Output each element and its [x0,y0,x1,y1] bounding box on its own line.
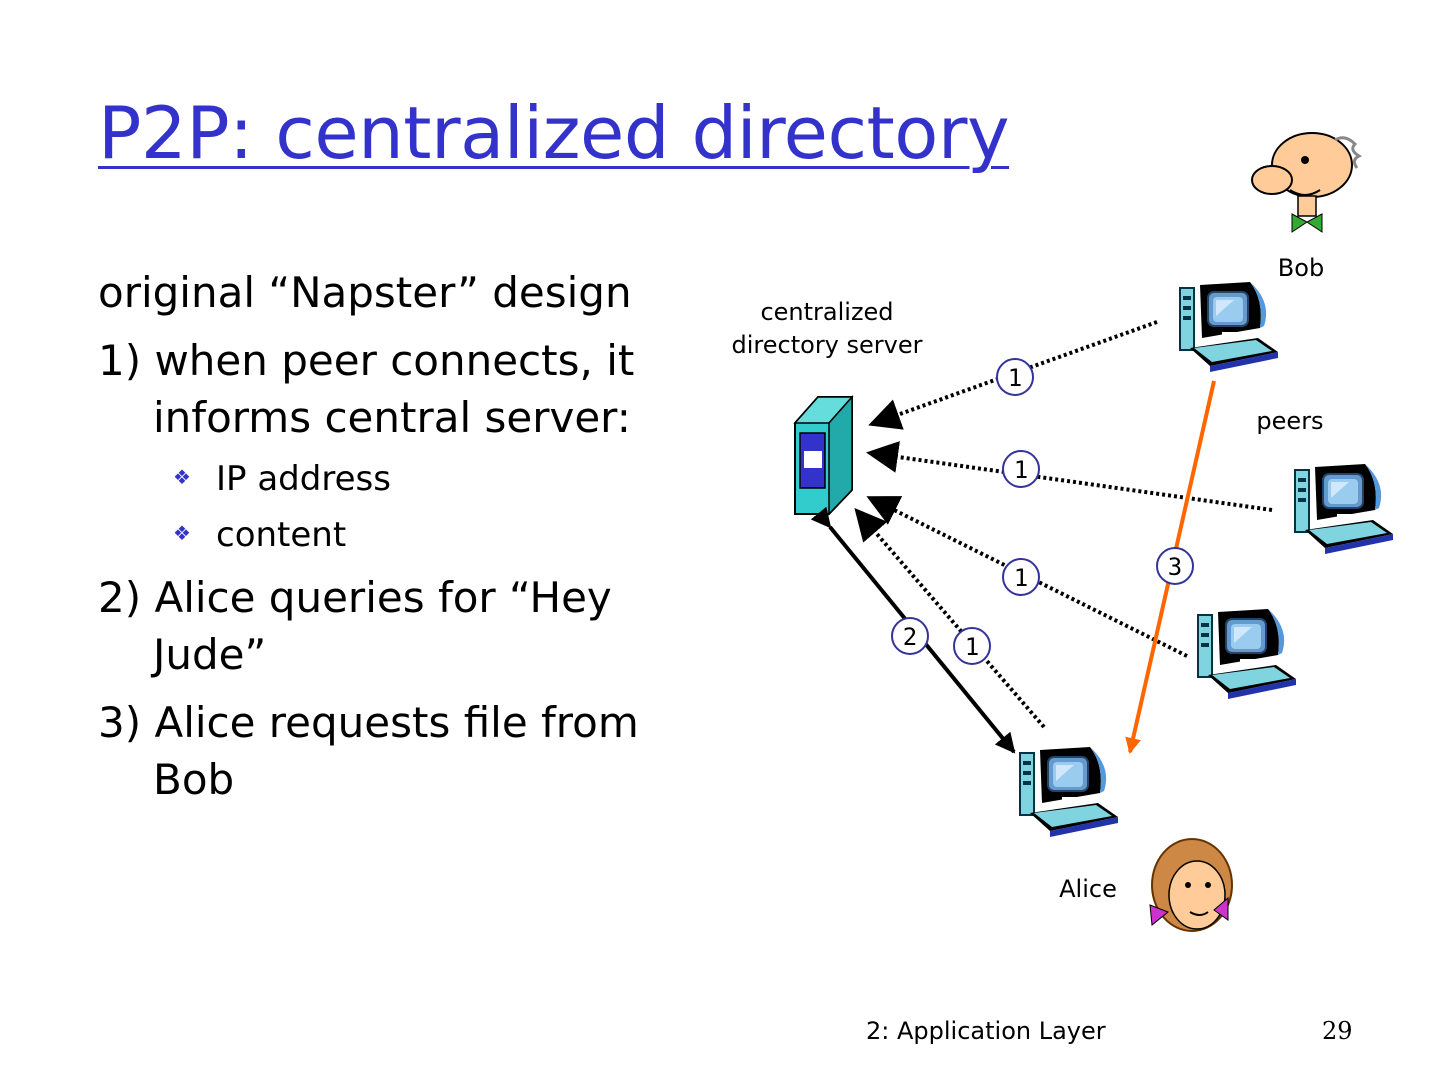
bob-label: Bob [1278,254,1324,282]
bullet-alice-queries: 2) Alice queries for “Hey Jude” [98,573,612,679]
server-label-line1: centralized [760,298,893,326]
bullet-list: original “Napster” design 1) when peer c… [98,264,688,819]
sub-bullet-text: content [216,515,347,555]
diamond-bullet-icon: ❖ [173,465,191,489]
step-label: 2 [903,623,917,651]
peer-computer-icon [1294,463,1394,555]
register-arrow-alice [854,507,1046,729]
server-label-line2: directory server [732,331,923,359]
alice-computer-icon [1019,746,1119,838]
bob-face-icon [1251,132,1363,233]
step-label: 1 [1014,456,1028,484]
page-number: 29 [1322,1017,1353,1045]
alice-label: Alice [1059,875,1117,903]
step-label: 1 [1008,364,1022,392]
bullet-napster-design: original “Napster” design [98,268,632,317]
bullet-alice-requests: 3) Alice requests file from Bob [98,698,639,804]
slide-footer: 2: Application Layer [866,1017,1106,1045]
sub-bullet-text: IP address [216,459,391,499]
step-circle [1002,558,1040,596]
step-circle [996,358,1034,396]
sub-bullet-ip-address: ❖ IP address [98,457,688,502]
step-label: 3 [1168,553,1182,581]
register-arrow-peer-2 [866,441,1273,512]
bullet-peer-connects: 1) when peer connects, it informs centra… [98,336,635,442]
step-label: 1 [1014,564,1028,592]
alice-face-icon [1149,838,1233,932]
slide-title: P2P: centralized directory [98,91,1010,175]
diamond-bullet-icon: ❖ [173,521,191,545]
step-circle [1002,450,1040,488]
peer-computer-icon [1197,608,1297,700]
step-circle [1156,547,1194,585]
sub-bullet-content: ❖ content [98,513,688,558]
step-label: 1 [965,633,979,661]
bob-computer-icon [1179,281,1279,373]
peers-label: peers [1256,407,1323,435]
step-circle [891,617,929,655]
directory-server-icon [793,395,854,516]
step-circle [953,627,991,665]
